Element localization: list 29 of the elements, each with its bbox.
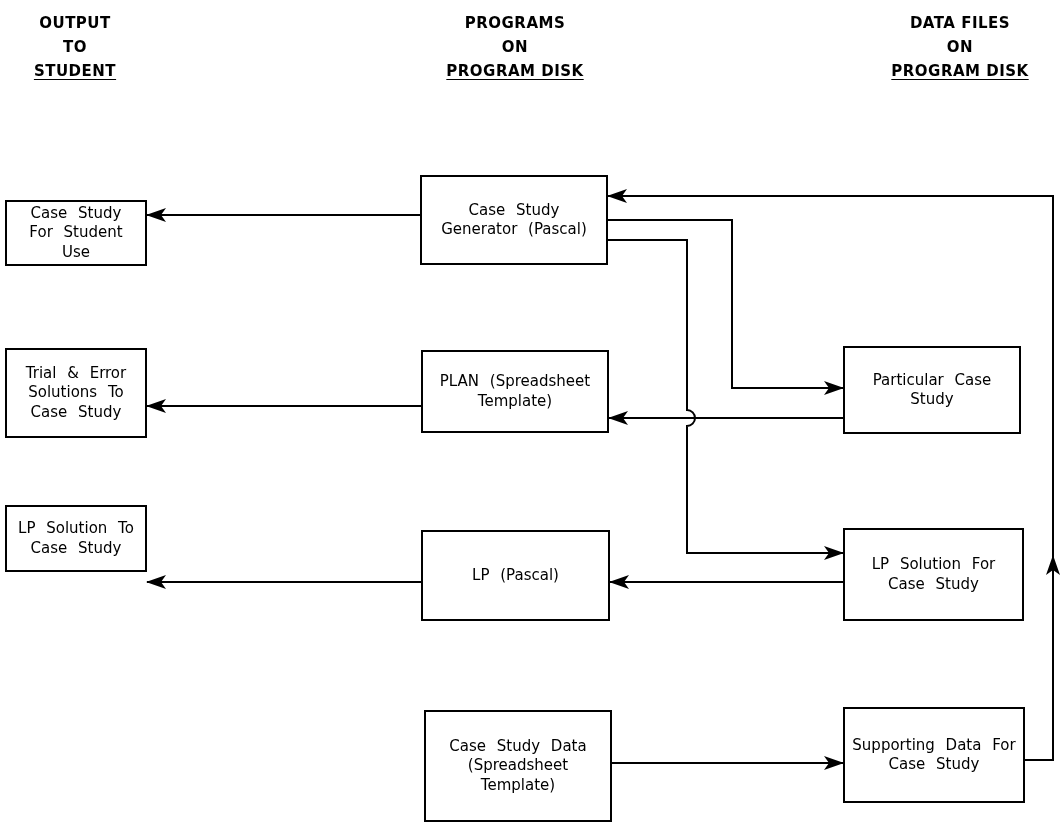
process-box <box>5 200 147 266</box>
column-heading: OUTPUT <box>39 14 111 32</box>
box-label: Case Study For Student Use <box>28 203 124 263</box>
box-label: LP Solution For Case Study <box>870 555 997 594</box>
process-box <box>5 348 147 438</box>
column-heading: PROGRAM DISK <box>446 62 584 80</box>
column-heading: TO <box>63 38 87 56</box>
box-label: LP (Pascal) <box>472 565 559 586</box>
process-box <box>5 505 147 572</box>
box-label: Trial & Error Solutions To Case Study <box>24 363 128 423</box>
box-label: Case Study Data (Spreadsheet Template) <box>448 736 588 796</box>
process-box <box>843 528 1024 621</box>
box-label: Case Study Generator (Pascal) <box>440 200 588 240</box>
column-heading: PROGRAM DISK <box>891 62 1029 80</box>
column-heading: ON <box>501 38 529 56</box>
box-label: Supporting Data For Case Study <box>851 735 1017 775</box>
column-heading: STUDENT <box>33 62 117 80</box>
box-label: PLAN (Spreadsheet Template) <box>438 372 592 411</box>
process-box <box>421 530 610 621</box>
box-label: LP Solution To Case Study <box>17 519 135 558</box>
box-label: Particular Case Study <box>871 370 993 410</box>
process-box <box>421 350 609 433</box>
column-heading: DATA FILES <box>909 14 1011 32</box>
process-box <box>843 346 1021 434</box>
process-box <box>843 707 1025 803</box>
column-heading: ON <box>946 38 974 56</box>
column-heading: PROGRAMS <box>464 14 566 32</box>
process-box <box>420 175 608 265</box>
process-box <box>424 710 612 822</box>
